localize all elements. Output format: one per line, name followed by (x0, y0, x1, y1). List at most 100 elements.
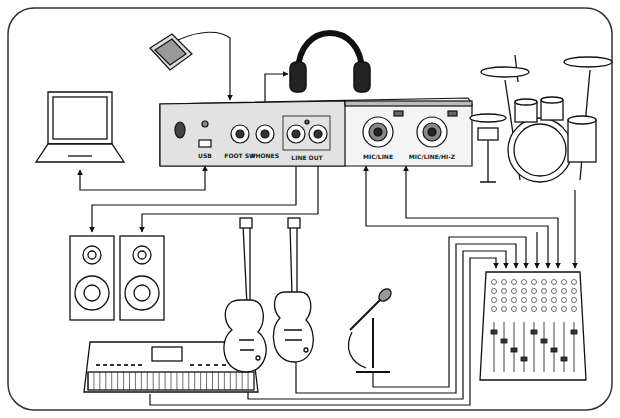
microphone-stand (350, 300, 380, 330)
cable-wire (248, 251, 506, 399)
laptop (36, 144, 124, 162)
mixing-console (502, 289, 507, 294)
foot-switch (150, 34, 192, 70)
mixing-console (492, 307, 497, 312)
audio-interface (417, 117, 447, 147)
drum-kit (514, 124, 566, 176)
keyboard-synth (147, 372, 148, 390)
keyboard-synth (88, 372, 89, 390)
speaker (83, 246, 101, 264)
keyboard-synth (159, 372, 160, 390)
keyboard-synth (198, 364, 202, 366)
mixing-console (542, 298, 547, 303)
mixing-console (532, 298, 537, 303)
microphone-stand (377, 287, 394, 304)
mixing-console (491, 322, 497, 372)
drum-kit (541, 97, 563, 103)
keyboard-synth (105, 372, 106, 390)
cable-wire (574, 190, 575, 268)
speaker (120, 236, 164, 320)
audio-interface (423, 123, 441, 141)
audio-interface (199, 140, 211, 147)
mixing-console (551, 348, 557, 352)
guitar (290, 225, 297, 295)
mixing-console (564, 322, 565, 372)
keyboard-synth (129, 372, 130, 390)
mixing-console (502, 307, 507, 312)
speaker (84, 285, 100, 301)
mixing-console (572, 298, 577, 303)
keyboard-synth (99, 372, 100, 390)
mixing-console (542, 289, 547, 294)
mixing-console (571, 322, 577, 372)
audio-interface (309, 125, 327, 143)
mixing-console (491, 330, 497, 334)
drum-kit (481, 67, 529, 77)
audio-interface (160, 98, 472, 166)
mixing-console (532, 280, 537, 285)
audio-interface (175, 122, 185, 138)
cable-wire (366, 166, 548, 268)
audio-interface (374, 128, 382, 136)
guitar (243, 225, 250, 305)
guitar (288, 218, 300, 228)
keyboard-synth (88, 372, 248, 390)
audio-interface (283, 116, 330, 150)
guitar (224, 218, 313, 372)
headphones (354, 62, 370, 92)
audio-interface (448, 111, 457, 116)
mixing-console (514, 322, 515, 372)
drum-kit (470, 55, 612, 182)
mixing-console (480, 272, 586, 380)
mixing-console (552, 298, 557, 303)
mixing-console (492, 298, 497, 303)
mixing-console (562, 307, 567, 312)
port-label: FOOT SW (224, 153, 255, 159)
audio-interface (236, 130, 244, 138)
mixing-console (492, 289, 497, 294)
mixing-console (492, 280, 497, 285)
audio-interface (231, 125, 249, 143)
keyboard-synth (230, 372, 231, 390)
mixing-console (494, 322, 495, 372)
laptop (68, 155, 92, 156)
drum-kit (480, 140, 496, 182)
mixing-console (504, 322, 505, 372)
keyboard-synth (96, 364, 242, 366)
keyboard-synth (165, 372, 166, 390)
audio-interface (369, 123, 387, 141)
guitar (256, 356, 260, 360)
guitar (240, 218, 252, 228)
mixing-console (534, 322, 535, 372)
cable-wire (265, 74, 288, 104)
drum-kit (564, 57, 612, 67)
mixing-console (502, 298, 507, 303)
speaker (125, 276, 159, 310)
guitar (224, 300, 266, 372)
headphones (298, 33, 362, 72)
microphone-stand (372, 318, 374, 368)
mixing-console (562, 280, 567, 285)
port-label: USB (198, 153, 212, 159)
keyboard-synth (190, 364, 194, 366)
drum-kit (515, 99, 537, 105)
mixing-console (562, 298, 567, 303)
keyboard-synth (153, 372, 154, 390)
keyboard-synth (218, 372, 219, 390)
audio-interface (314, 130, 322, 138)
speaker (70, 236, 114, 320)
audio-interface (256, 125, 274, 143)
drum-kit (568, 116, 596, 124)
keyboard-synth (110, 364, 114, 366)
drum-kit (508, 118, 572, 182)
guitar (304, 348, 308, 352)
keyboard-synth (206, 364, 210, 366)
keyboard-synth (141, 372, 142, 390)
port-label: MIC/LINE/HI-Z (409, 154, 455, 160)
foot-switch (150, 34, 192, 70)
drum-kit (470, 114, 506, 122)
headphones (290, 33, 370, 92)
mixing-console (551, 322, 557, 372)
keyboard-synth (242, 372, 243, 390)
mixing-console (521, 322, 527, 372)
